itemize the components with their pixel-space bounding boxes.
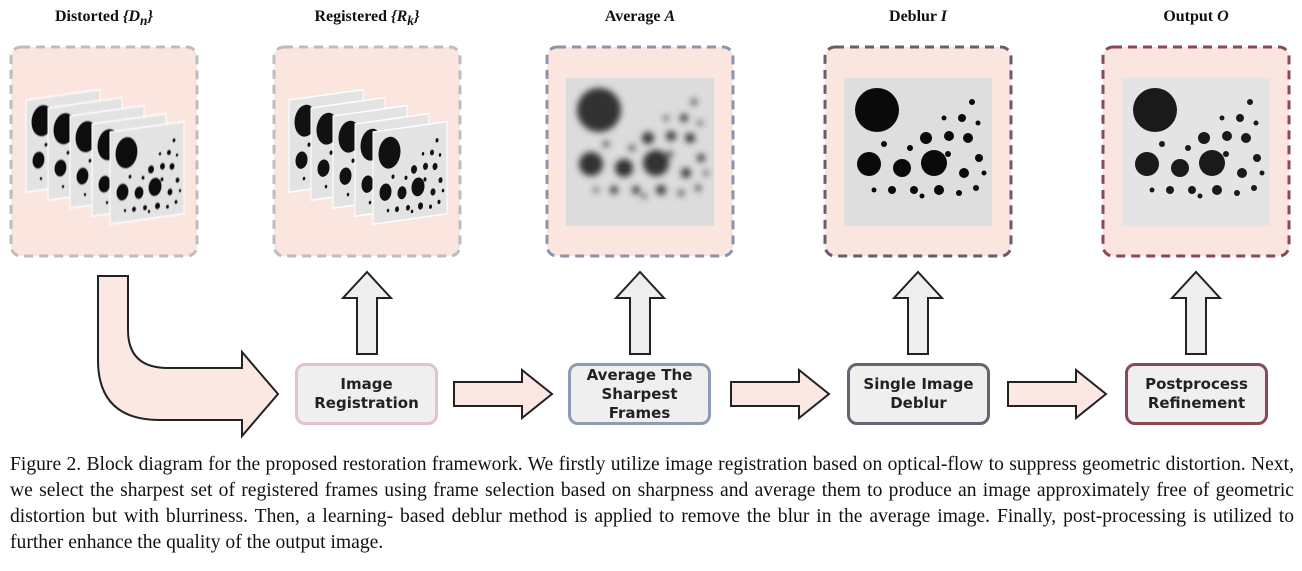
arrow-registration-to-average bbox=[453, 367, 554, 421]
output-image bbox=[1122, 78, 1270, 226]
stage-title-distorted: Distorted {Dn} bbox=[54, 8, 154, 29]
up-arrow-deblur bbox=[891, 270, 945, 355]
up-arrow-average bbox=[613, 270, 667, 355]
average-image bbox=[566, 78, 714, 226]
stage-title-output: Output O bbox=[1163, 8, 1229, 25]
curved-arrow bbox=[97, 275, 280, 439]
figure-caption: Figure 2. Block diagram for the proposed… bbox=[10, 454, 1294, 553]
up-arrow-registered bbox=[340, 270, 394, 355]
arrow-average-to-deblur bbox=[730, 367, 831, 421]
image-registration-box: Image Registration bbox=[295, 363, 438, 425]
single-image-deblur-box: Single Image Deblur bbox=[847, 363, 990, 425]
stage-title-average: Average A bbox=[604, 8, 676, 25]
postprocess-refinement-box: Postprocess Refinement bbox=[1125, 363, 1268, 425]
stage-title-deblur: Deblur I bbox=[889, 8, 947, 25]
average-sharpest-frames-box: Average The Sharpest Frames bbox=[568, 363, 711, 425]
arrow-deblur-to-postprocess bbox=[1007, 367, 1108, 421]
up-arrow-output bbox=[1169, 270, 1223, 355]
stage-title-registered: Registered {Rk} bbox=[314, 8, 420, 29]
diagram-canvas bbox=[9, 45, 1291, 439]
deblur-image bbox=[844, 78, 992, 226]
